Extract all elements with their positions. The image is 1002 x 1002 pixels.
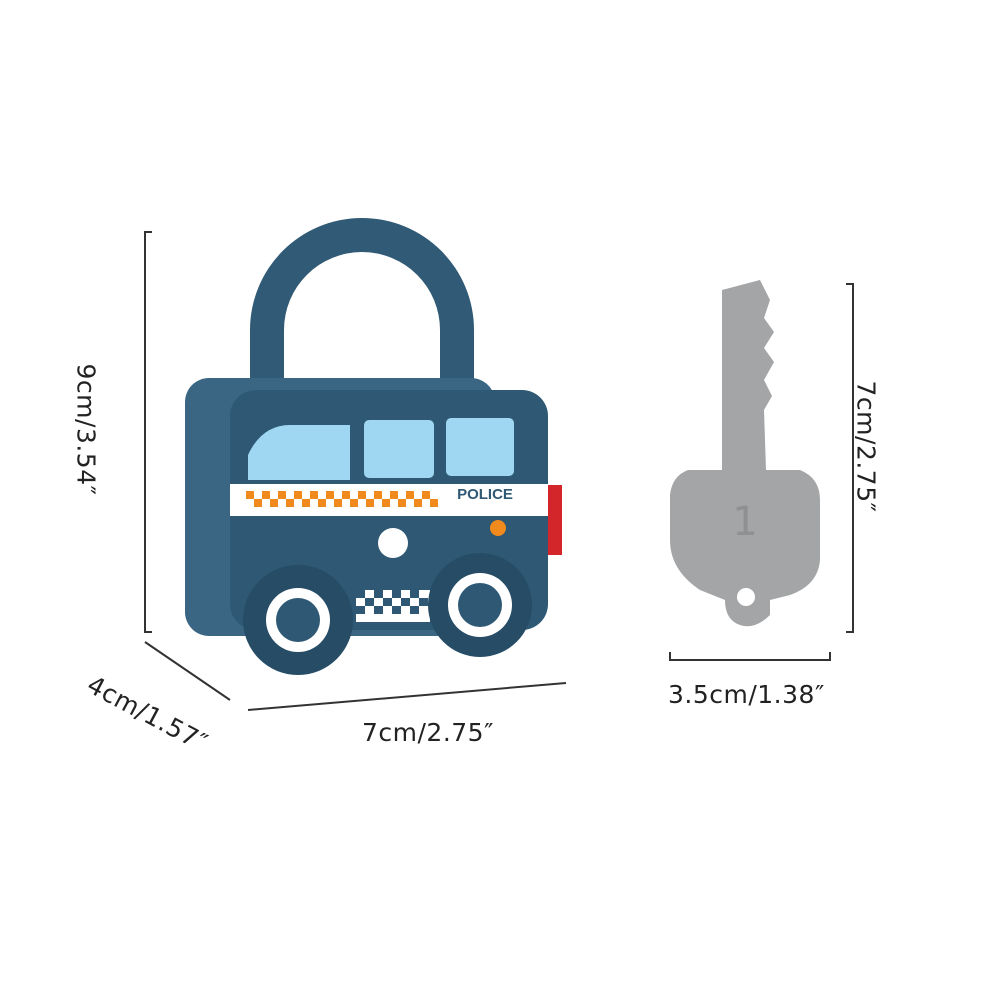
wheel-front — [243, 565, 353, 675]
lock-shackle — [250, 218, 474, 385]
badge-icon — [490, 520, 506, 536]
brand-tag — [548, 485, 562, 555]
window-rear — [446, 418, 514, 476]
checker-stripe — [246, 491, 438, 507]
police-label: POLICE — [457, 486, 513, 503]
key-height-label: 7cm/2.75″ — [851, 380, 881, 513]
dimension-lines — [144, 231, 854, 711]
wheel-rear — [428, 553, 532, 657]
lock-width-label: 7cm/2.75″ — [362, 718, 494, 747]
lock-height-label: 9cm/3.54″ — [71, 363, 101, 496]
window-middle — [364, 420, 434, 478]
key-number: 1 — [732, 499, 757, 545]
key-width-label: 3.5cm/1.38″ — [668, 680, 825, 709]
keyhole — [378, 528, 408, 558]
key — [670, 280, 820, 627]
window-front — [248, 425, 350, 480]
